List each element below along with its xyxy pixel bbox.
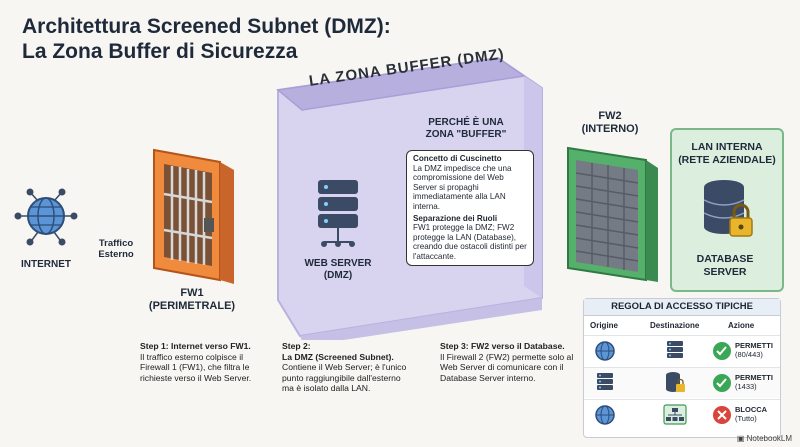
watermark-text: NotebookLM <box>746 434 792 443</box>
web-server-label: WEB SERVER (DMZ) <box>298 258 378 282</box>
database-server-label: DATABASE SERVER <box>680 253 770 278</box>
rule-2-action: PERMETTI (1433) <box>735 373 773 391</box>
rules-header-action: Azione <box>728 321 755 330</box>
globe-icon <box>595 405 615 425</box>
rules-title: REGOLA DI ACCESSO TIPICHE <box>584 299 780 316</box>
check-icon <box>713 374 731 392</box>
step-3: Step 3: FW2 verso il Database. Il Firewa… <box>440 341 578 383</box>
lan-label: LAN INTERNA (RETE AZIENDALE) <box>670 141 784 166</box>
step-1-title: Step 1: Internet verso FW1. <box>140 341 251 351</box>
step-2-title: Step 2: <box>282 341 311 351</box>
buffer-callout: Concetto di Cuscinetto La DMZ impedisce … <box>406 150 534 266</box>
access-rules-table: REGOLA DI ACCESSO TIPICHE Origine Destin… <box>583 298 781 438</box>
step-3-text: Il Firewall 2 (FW2) permette solo al Web… <box>440 351 574 383</box>
dmz-why-heading: PERCHÉ È UNA ZONA "BUFFER" <box>414 117 518 141</box>
fw2-label-line-1: FW2 <box>598 110 622 122</box>
rule-1-action: PERMETTI (80/443) <box>735 341 773 359</box>
rule-1-action-detail: (80/443) <box>735 349 763 359</box>
block-x-icon <box>713 406 731 424</box>
rule-row-2: PERMETTI (1433) <box>584 367 780 398</box>
rule-3-action: BLOCCA (Tutto) <box>735 405 768 423</box>
rule-row-3: BLOCCA (Tutto) <box>584 399 780 430</box>
fw1-label-line-1: FW1 <box>180 287 204 299</box>
step-2: Step 2: La DMZ (Screened Subnet). Contie… <box>282 341 414 394</box>
dmz-why-line-2: ZONA "BUFFER" <box>425 129 507 140</box>
fw1-label: FW1 (PERIMETRALE) <box>142 287 242 313</box>
network-icon <box>663 404 687 425</box>
rule-3-action-detail: (Tutto) <box>735 413 757 423</box>
step-1-text: Il traffico esterno colpisce il Firewall… <box>140 351 252 383</box>
traffic-label: Traffico Esterno <box>86 238 146 260</box>
callout-heading-2: Separazione dei Ruoli <box>413 213 498 223</box>
rules-header-destination: Destinazione <box>650 321 700 330</box>
web-server-label-line-2: (DMZ) <box>323 270 353 281</box>
rule-2-action-label: PERMETTI <box>735 373 773 382</box>
internet-globe-icon <box>14 188 78 246</box>
callout-text-2: FW1 protegge la DMZ; FW2 protegge la LAN… <box>413 223 527 261</box>
web-server-icon <box>318 180 358 247</box>
step-2-subtitle: La DMZ (Screened Subnet). <box>282 351 394 362</box>
server-icon <box>597 373 613 390</box>
internet-label: INTERNET <box>21 259 71 270</box>
lan-label-line-2: (RETE AZIENDALE) <box>678 153 776 166</box>
dmz-why-line-1: PERCHÉ È UNA <box>428 117 504 128</box>
database-label-line-1: DATABASE <box>696 253 754 265</box>
rules-header-origin: Origine <box>590 321 619 330</box>
fw2-brick-wall-icon <box>567 146 658 282</box>
rule-row-1: PERMETTI (80/443) <box>584 335 780 366</box>
watermark: ▣ NotebookLM <box>737 434 792 443</box>
rule-2-action-detail: (1433) <box>735 381 757 391</box>
title-line-1: Architettura Screened Subnet (DMZ): <box>22 15 391 38</box>
traffic-label-line-1: Traffico <box>98 238 134 249</box>
callout-text-1: La DMZ impedisce che una compromissione … <box>413 163 512 211</box>
rule-1-action-label: PERMETTI <box>735 341 773 350</box>
lan-label-line-1: LAN INTERNA <box>691 141 763 153</box>
traffic-label-line-2: Esterno <box>98 249 134 260</box>
fw2-label-line-2: (INTERNO) <box>581 123 639 135</box>
globe-icon <box>595 341 615 361</box>
rule-3-action-label: BLOCCA <box>735 405 768 414</box>
fw1-label-line-2: (PERIMETRALE) <box>148 300 236 312</box>
title-line-2: La Zona Buffer di Sicurezza <box>22 40 298 63</box>
database-lock-icon <box>703 180 753 237</box>
step-2-text: Contiene il Web Server; è l'unico punto … <box>282 362 407 394</box>
step-1: Step 1: Internet verso FW1. Il traffico … <box>140 341 260 383</box>
check-icon <box>713 342 731 360</box>
database-icon <box>666 372 685 392</box>
notebook-icon: ▣ <box>736 434 747 443</box>
fw2-label: FW2 (INTERNO) <box>570 110 650 136</box>
database-label-line-2: SERVER <box>703 265 747 278</box>
web-server-label-line-1: WEB SERVER <box>304 258 372 269</box>
fw1-gate-icon <box>153 148 234 284</box>
step-3-title: Step 3: FW2 verso il Database. <box>440 341 565 351</box>
server-icon <box>667 341 683 358</box>
page-title: Architettura Screened Subnet (DMZ): La Z… <box>22 14 391 64</box>
callout-heading-1: Concetto di Cuscinetto <box>413 154 502 163</box>
